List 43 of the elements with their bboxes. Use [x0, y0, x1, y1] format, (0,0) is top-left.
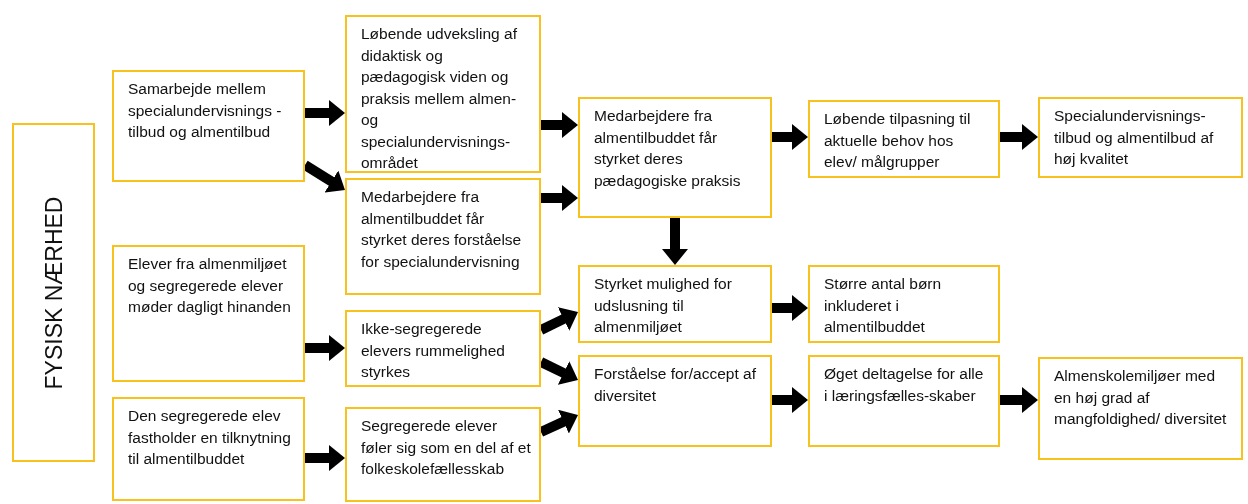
box-text: Medarbejdere fra almentilbuddet får styrket deres pædagogiske praksis: [594, 106, 742, 191]
box-text: Specialundervisnings-tilbud og almentilbud af høj kvalitet: [1054, 106, 1215, 169]
block-arrow: [772, 295, 808, 321]
box-text: Styrket mulighed for udslusning til almenmiljøet: [594, 274, 733, 337]
process-box: [578, 265, 772, 343]
box-text: Større antal børn inkluderet i almentilbuddet: [824, 274, 943, 337]
block-arrow: [541, 112, 578, 138]
box-text: Elever fra almenmiljøet og segregerede elever møder dagligt hinanden: [128, 254, 292, 317]
box-text: Løbende udveksling af didaktisk og pædagogisk viden og praksis mellem almen- og specialundervisnings-området: [361, 24, 518, 173]
block-arrow: [305, 100, 345, 126]
block-arrow: [1000, 124, 1038, 150]
box-text: Ikke-segregerede elevers rummelighed styrkes: [361, 319, 506, 382]
block-arrow: [541, 185, 578, 211]
box-text: Samarbejde mellem specialundervisnings -tilbud og almentilbud: [128, 79, 283, 142]
process-box: [345, 310, 541, 387]
process-box: [808, 355, 1000, 447]
box-text: Almenskolemiljøer med en høj grad af mangfoldighed/ diversitet: [1054, 366, 1228, 429]
process-box: [578, 355, 772, 447]
process-box: [808, 100, 1000, 178]
process-box: [578, 97, 772, 218]
box-text: Øget deltagelse for alle i læringsfælles-skaber: [824, 364, 985, 406]
process-box: [345, 407, 541, 502]
process-box: [112, 245, 305, 382]
process-box: [1038, 357, 1243, 460]
process-box: [1038, 97, 1243, 178]
block-arrow: [772, 124, 808, 150]
block-arrow: [772, 387, 808, 413]
block-arrow: [662, 218, 688, 265]
process-box: [112, 397, 305, 501]
process-box: [345, 178, 541, 295]
block-arrow: [305, 445, 345, 471]
block-arrow: [1000, 387, 1038, 413]
block-arrow: [305, 335, 345, 361]
box-text: Løbende tilpasning til aktuelle behov hos elev/ målgrupper: [824, 109, 972, 172]
box-text: Forståelse for/accept af diversitet: [594, 364, 757, 406]
box-text: Medarbejdere fra almentilbuddet får styrket deres forståelse for specialundervisning: [361, 187, 523, 272]
box-text: Segregerede elever føler sig som en del af et folkeskolefællesskab: [361, 416, 531, 479]
process-box: [808, 265, 1000, 343]
process-box: [345, 15, 541, 173]
vertical-heading: FYSISK NÆRHED: [40, 196, 67, 389]
process-box: [112, 70, 305, 182]
box-text: Den segregerede elev fastholder en tilknytning til almentilbuddet: [128, 406, 292, 469]
heading-box: [12, 123, 95, 462]
